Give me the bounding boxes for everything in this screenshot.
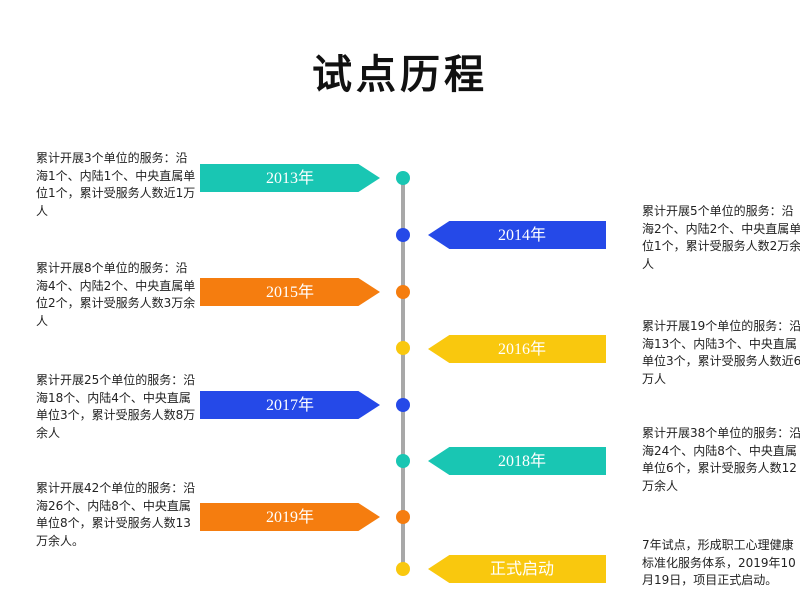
milestone-2015-description: 累计开展8个单位的服务：沿海4个、内陆2个、中央直属单位2个，累计受服务人数3万… [36,261,196,328]
milestone-2018-dot [396,454,410,468]
milestone-2019-dot [396,510,410,524]
milestone-2017-dot [396,398,410,412]
milestone-2013-dot [396,171,410,185]
milestone-2016-dot [396,341,410,355]
milestone-2013-label: 2013年 [200,164,380,192]
milestone-2015-label: 2015年 [200,278,380,306]
milestone-2018-description: 累计开展38个单位的服务：沿海24个、内陆8个、中央直属单位6个，累计受服务人数… [642,426,800,493]
milestone-2017-description: 累计开展25个单位的服务：沿海18个、内陆4个、中央直属单位3个，累计受服务人数… [36,373,196,440]
milestone-2019-description: 累计开展42个单位的服务：沿海26个、内陆8个、中央直属单位8个，累计受服务人数… [36,481,196,548]
milestone-2014-description: 累计开展5个单位的服务：沿海2个、内陆2个、中央直属单位1个，累计受服务人数2万… [642,204,800,271]
milestone-2014-dot [396,228,410,242]
timeline-axis [401,176,405,574]
milestone-launch-label: 正式启动 [428,555,606,583]
milestone-2016-description: 累计开展19个单位的服务：沿海13个、内陆3个、中央直属单位3个，累计受服务人数… [642,319,800,386]
milestone-2018-label: 2018年 [428,447,606,475]
milestone-2017-label: 2017年 [200,391,380,419]
milestone-2016-label: 2016年 [428,335,606,363]
milestone-2013-description: 累计开展3个单位的服务：沿海1个、内陆1个、中央直属单位1个，累计受服务人数近1… [36,151,196,218]
milestone-2019-label: 2019年 [200,503,380,531]
milestone-launch-description: 7年试点，形成职工心理健康标准化服务体系，2019年10月19日，项目正式启动。 [642,538,796,587]
milestone-launch-dot [396,562,410,576]
milestone-2015-dot [396,285,410,299]
page-title: 试点历程 [312,52,488,98]
milestone-2014-label: 2014年 [428,221,606,249]
